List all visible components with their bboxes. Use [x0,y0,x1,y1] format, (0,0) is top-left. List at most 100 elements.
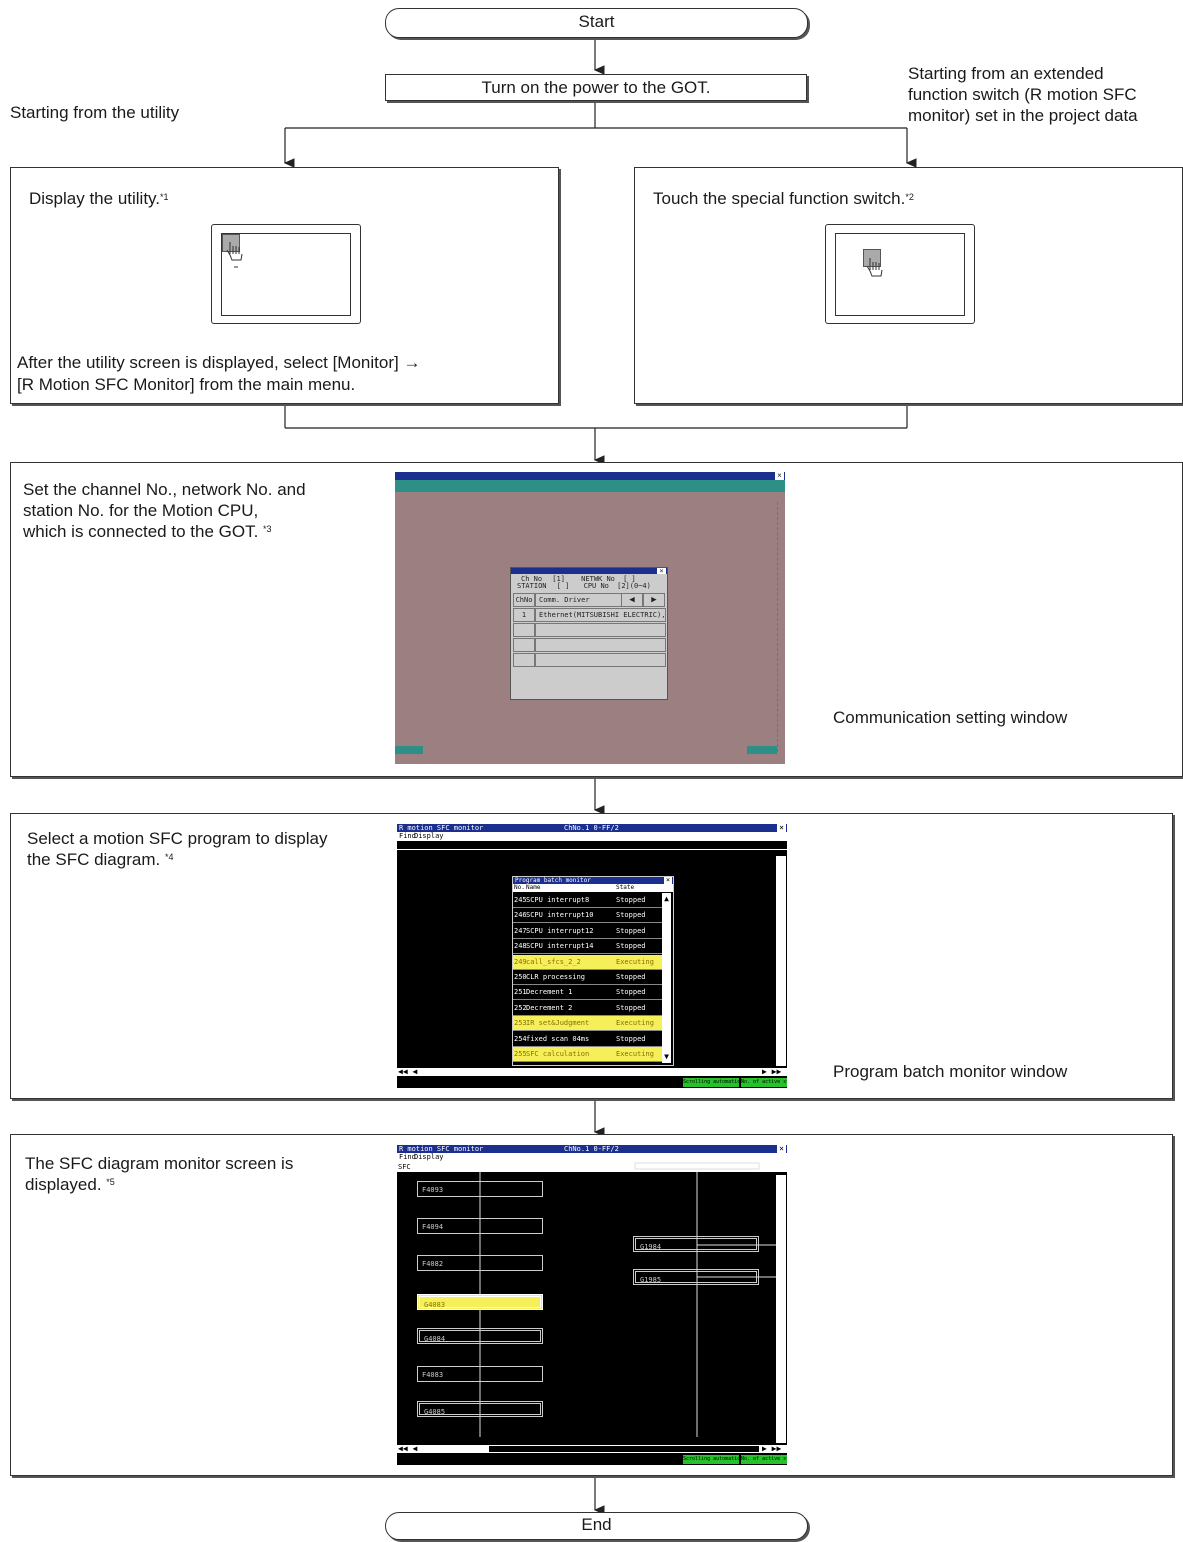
close-icon[interactable]: × [775,472,784,480]
sfc-step[interactable]: F4083 [417,1366,543,1382]
driver-row[interactable] [513,638,666,652]
program-state: Executing [616,1050,654,1058]
cpu-value[interactable]: [2](0~4) [617,582,651,590]
scroll-down-icon[interactable]: ▼ [664,1052,669,1061]
special-switch-step: Touch the special function switch.*2 [634,167,1183,404]
status-active-steps: No. of active steps [741,1455,787,1464]
scroll-right-icon[interactable]: ▶ ▶▶ [762,1444,782,1453]
program-no: 245 [514,896,527,904]
comm-title-bar [395,472,785,480]
monitor-close-icon[interactable]: × [777,1145,786,1153]
scroll-left-icon[interactable]: ◀◀ ◀ [398,1067,418,1076]
program-state: Stopped [616,926,646,935]
hand-pointer-icon [866,258,883,277]
menu-find[interactable]: Find [399,1153,416,1161]
tab-sfc[interactable]: SFC [398,1163,411,1171]
utility-note: *1 [160,192,169,202]
program-no: 249 [514,957,527,966]
sfc-instruction: The SFC diagram monitor screen is displa… [25,1153,293,1195]
switch-note: *2 [905,192,914,202]
station-label: STATION [517,582,547,590]
sfc-step[interactable]: F4093 [417,1181,543,1197]
scroll-up-icon[interactable]: ▲ [664,894,669,903]
program-name: fixed scan 04ms [526,1034,590,1043]
menu-bar: Find Display [397,832,787,841]
scroll-left-icon[interactable]: ◀◀ ◀ [398,1444,418,1453]
sfc-step[interactable]: G4084 [417,1328,543,1344]
comm-line: station No. for the Motion CPU, [23,501,259,520]
utility-title: Display the utility.*1 [29,188,169,210]
driver-row[interactable] [513,623,666,637]
sfc-step[interactable]: F4082 [417,1255,543,1271]
monitor-close-icon[interactable]: × [777,824,786,832]
comm-line: Set the channel No., network No. and [23,480,306,499]
vertical-scrollbar[interactable] [776,856,786,1066]
next-arrow-button[interactable]: ▶ [643,593,665,607]
prev-arrow-button[interactable]: ◀ [621,593,643,607]
program-name: SCPU interrupt8 [526,896,590,904]
end-terminal: End [385,1512,808,1540]
got-screen-illustration [825,224,975,324]
switch-title: Touch the special function switch.*2 [653,188,914,210]
comm-callout-label: Communication setting window [833,708,1068,727]
driver-row[interactable]: 1 Ethernet(MITSUBISHI ELECTRIC),G [513,608,666,622]
monitor-title: R motion SFC monitor [399,1145,484,1153]
program-no: 246 [514,911,527,920]
sfc-step[interactable]: G4085 [417,1401,543,1417]
netwk-value[interactable]: [ ] [623,575,636,583]
horizontal-scroll-track [489,1446,759,1452]
sfc-step[interactable]: G4083 [417,1294,543,1310]
sfc-step[interactable]: F4094 [417,1218,543,1234]
program-name: SCPU interrupt14 [526,942,594,951]
batch-scrollbar[interactable]: ▲ ▼ [662,893,671,1063]
batch-title-bar: Program batch monitor [513,877,673,884]
program-state: Stopped [616,896,646,904]
program-name: IR set&Judgment [526,1019,590,1028]
sfc-step[interactable]: G1985 [633,1269,759,1285]
comm-teal-bar [395,480,785,492]
driver-row[interactable] [513,653,666,667]
start-terminal: Start [385,8,808,38]
monitor-title-bar: R motion SFC monitor ChNo.1 0-FF/2 [397,1145,787,1153]
utility-instruction-line: After the utility screen is displayed, s… [17,353,421,372]
ch-no-value[interactable]: [1] [552,575,565,583]
dialog-close-icon[interactable]: × [657,568,666,575]
program-line: Select a motion SFC program to display [27,829,328,848]
dialog-field-row: STATION [ ] CPU No [2](0~4) [517,582,651,590]
power-on-text: Turn on the power to the GOT. [481,78,711,97]
sfc-step[interactable]: G1984 [633,1236,759,1252]
status-scrolling: Scrolling automatically [683,1455,739,1464]
program-batch-window: Program batch monitor × No. Name State 2… [512,876,674,1066]
menu-display[interactable]: Display [414,1153,444,1161]
horizontal-scrollbar[interactable] [397,1068,787,1076]
menu-display[interactable]: Display [414,832,444,840]
col-state: State [616,884,635,891]
monitor-channel: ChNo.1 0-FF/2 [564,1145,619,1153]
menu-find[interactable]: Find [399,832,416,840]
program-state: Executing [616,1019,654,1028]
scroll-right-icon[interactable]: ▶ ▶▶ [762,1067,782,1076]
driver-row-ch [513,623,535,637]
branch-right-line: Starting from an extended [908,64,1104,83]
batch-close-icon[interactable]: × [664,876,672,884]
station-value[interactable]: [ ] [556,582,570,590]
col-no: No. [514,884,525,891]
status-scrolling: Scrolling automatically [683,1078,739,1087]
program-no: 253 [514,1019,527,1028]
program-state: Stopped [616,942,646,951]
driver-row-name [535,653,666,667]
vertical-scrollbar[interactable] [776,1175,786,1443]
program-no: 248 [514,942,527,951]
sfc-line: displayed. [25,1175,102,1194]
